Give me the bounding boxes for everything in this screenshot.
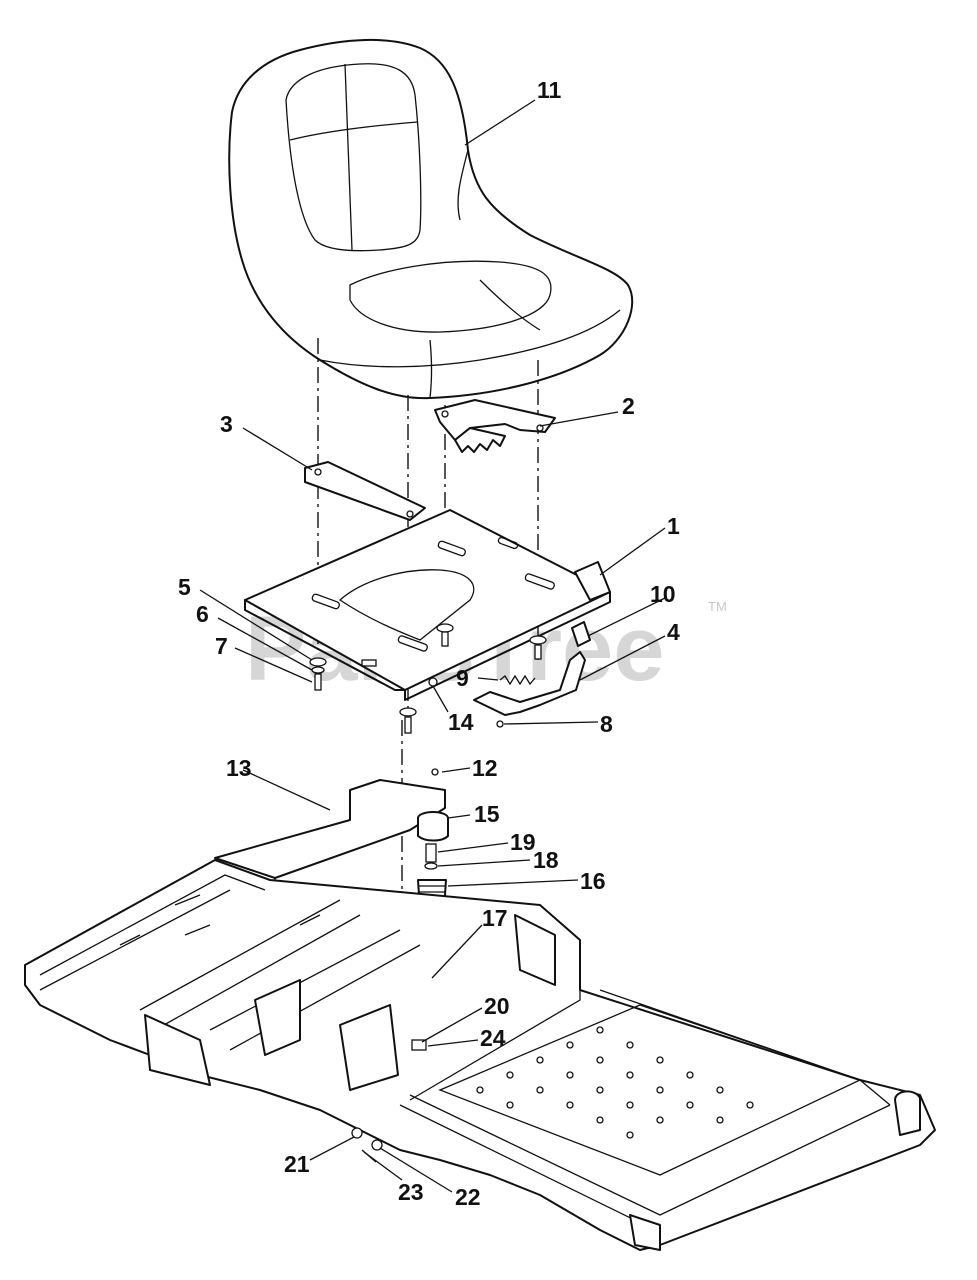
callout-23: 23: [398, 1179, 424, 1205]
callout-1: 1: [667, 513, 680, 539]
callout-15: 15: [474, 801, 500, 827]
callout-2: 2: [622, 393, 635, 419]
latch-assembly: [473, 621, 591, 728]
callout-16: 16: [580, 868, 606, 894]
callout-5: 5: [178, 574, 191, 600]
callout-14: 14: [448, 709, 474, 735]
floor-plate: [438, 1004, 862, 1176]
callout-21: 21: [284, 1151, 310, 1177]
callout-17: 17: [482, 905, 508, 931]
callout-19: 19: [510, 829, 536, 855]
callout-labels: 11 2 3 1 5 10 6 4 7 9 14 8 13 12 15 19 1…: [178, 77, 680, 1210]
callout-6: 6: [196, 601, 209, 627]
callout-7: 7: [215, 633, 228, 659]
callout-20: 20: [484, 993, 510, 1019]
leader-lines: [199, 99, 666, 1193]
callout-12: 12: [472, 755, 498, 781]
callout-3: 3: [220, 411, 233, 437]
callout-18: 18: [533, 847, 559, 873]
callout-8: 8: [600, 711, 613, 737]
pan-hardware: [309, 623, 547, 734]
callout-13: 13: [226, 755, 252, 781]
seat-pan-part-1: [244, 509, 611, 701]
small-hardware: [351, 1039, 427, 1163]
callout-11: 11: [537, 77, 562, 103]
bracket-part-2: [434, 399, 556, 453]
callout-4: 4: [667, 619, 680, 645]
callout-9: 9: [456, 665, 469, 691]
callout-22: 22: [455, 1184, 481, 1210]
callout-10: 10: [650, 581, 676, 607]
callout-24: 24: [480, 1025, 506, 1051]
watermark-tm: TM: [708, 599, 727, 614]
seat-part-11: [228, 39, 634, 400]
bracket-part-3: [304, 461, 426, 521]
